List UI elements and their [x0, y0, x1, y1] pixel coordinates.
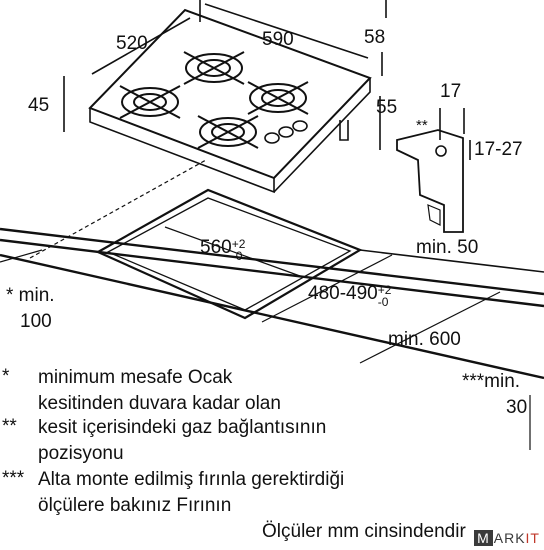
dim-cutout-560-value: 560 — [200, 237, 232, 258]
logo-accent: IT — [525, 530, 540, 546]
note-1-mark: * — [2, 366, 10, 387]
dim-17: 17 — [440, 81, 462, 102]
dim-cutout-480-490: 480-490+2-0 — [308, 284, 391, 308]
logo-m: M — [474, 530, 493, 546]
dim-58: 58 — [364, 27, 386, 48]
dim-cutout-560: 560+2-0 — [200, 238, 245, 262]
dim-520: 520 — [116, 33, 148, 54]
dim-480-tol-minus: -0 — [377, 295, 389, 309]
note-1-line-1: minimum mesafe Ocak — [38, 367, 233, 388]
dim-480-tol-plus: +2 — [377, 283, 392, 297]
dim-cutout-480-value: 480-490 — [308, 283, 378, 304]
dim-min-100-value: 100 — [20, 311, 52, 332]
note-2-line-2: pozisyonu — [38, 443, 124, 464]
logo-text: ARK — [493, 530, 526, 546]
dim-min-50: min. 50 — [416, 237, 479, 258]
gas-connection-marker: ** — [416, 117, 428, 134]
dim-17-27: 17-27 — [474, 139, 523, 160]
note-3-line-1: Alta monte edilmiş fırınla gerektirdiği — [38, 469, 345, 490]
dim-min-600: min. 600 — [388, 329, 461, 350]
note-3-mark: *** — [2, 468, 25, 489]
dim-55: 55 — [376, 97, 398, 118]
dim-590: 590 — [262, 29, 294, 50]
note-1-line-2: kesitinden duvara kadar olan — [38, 393, 281, 414]
dim-min-30-value: 30 — [506, 397, 528, 418]
note-2-mark: ** — [2, 416, 17, 437]
dim-45: 45 — [28, 95, 50, 116]
note-3-line-2: ölçülere bakınız Fırının — [38, 495, 232, 516]
units-footer: Ölçüler mm cinsindendir — [262, 521, 466, 542]
dim-560-tol-minus: -0 — [231, 249, 243, 263]
dim-560-tol-plus: +2 — [231, 237, 246, 251]
note-2-line-1: kesit içerisindeki gaz bağlantısının — [38, 417, 327, 438]
dim-min-100-label: * min. — [6, 285, 55, 306]
dim-min-30-label: ***min. — [462, 371, 521, 392]
